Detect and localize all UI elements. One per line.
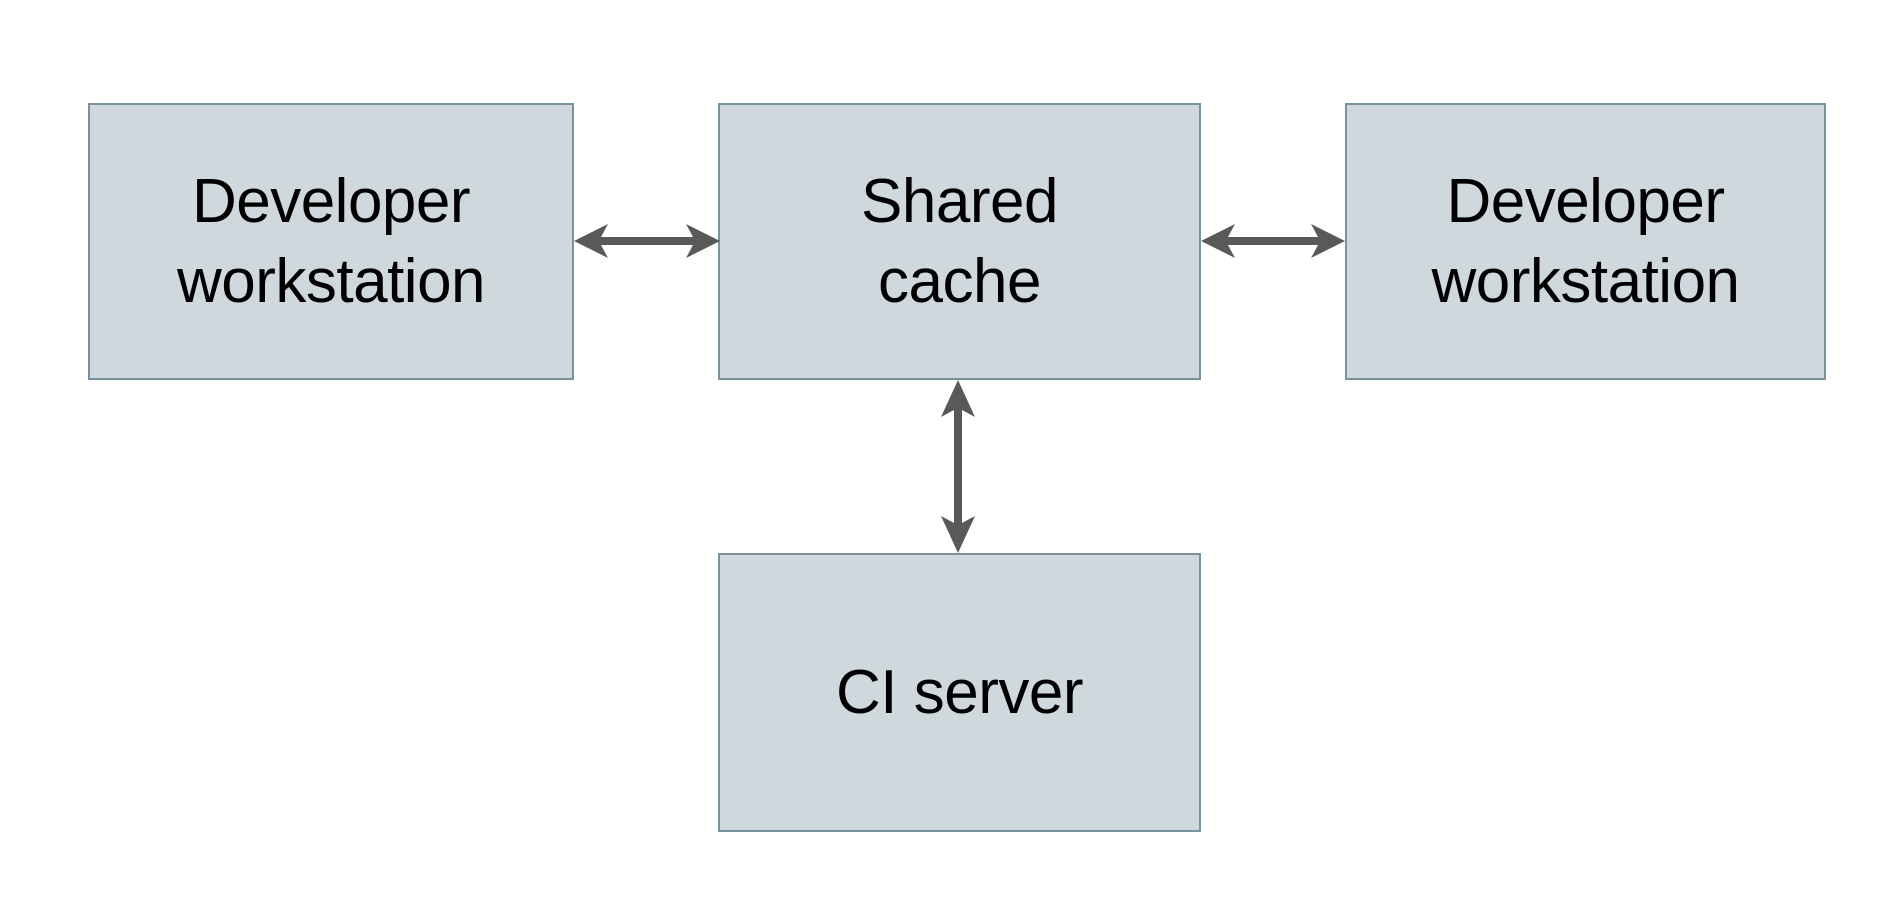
node-label: Shared cache	[861, 167, 1058, 316]
node-label: Developer workstation	[176, 167, 486, 316]
double-arrow-horizontal-icon	[1201, 224, 1345, 258]
double-arrow-shape	[1201, 224, 1345, 258]
node-label: Developer workstation	[1431, 167, 1740, 316]
double-arrow-horizontal-icon	[574, 224, 720, 258]
node-ci-server[interactable]: CI server	[718, 553, 1201, 832]
connector-left-workstation-to-cache	[574, 216, 720, 266]
double-arrow-shape	[574, 224, 720, 258]
connector-cache-to-ci-server	[933, 380, 983, 553]
node-developer-workstation-left[interactable]: Developer workstation	[88, 103, 574, 380]
node-developer-workstation-right[interactable]: Developer workstation	[1345, 103, 1826, 380]
double-arrow-vertical-icon	[941, 380, 975, 553]
node-shared-cache[interactable]: Shared cache	[718, 103, 1201, 380]
connector-cache-to-right-workstation	[1201, 216, 1345, 266]
double-arrow-shape	[941, 380, 975, 553]
node-label: CI server	[836, 657, 1083, 727]
